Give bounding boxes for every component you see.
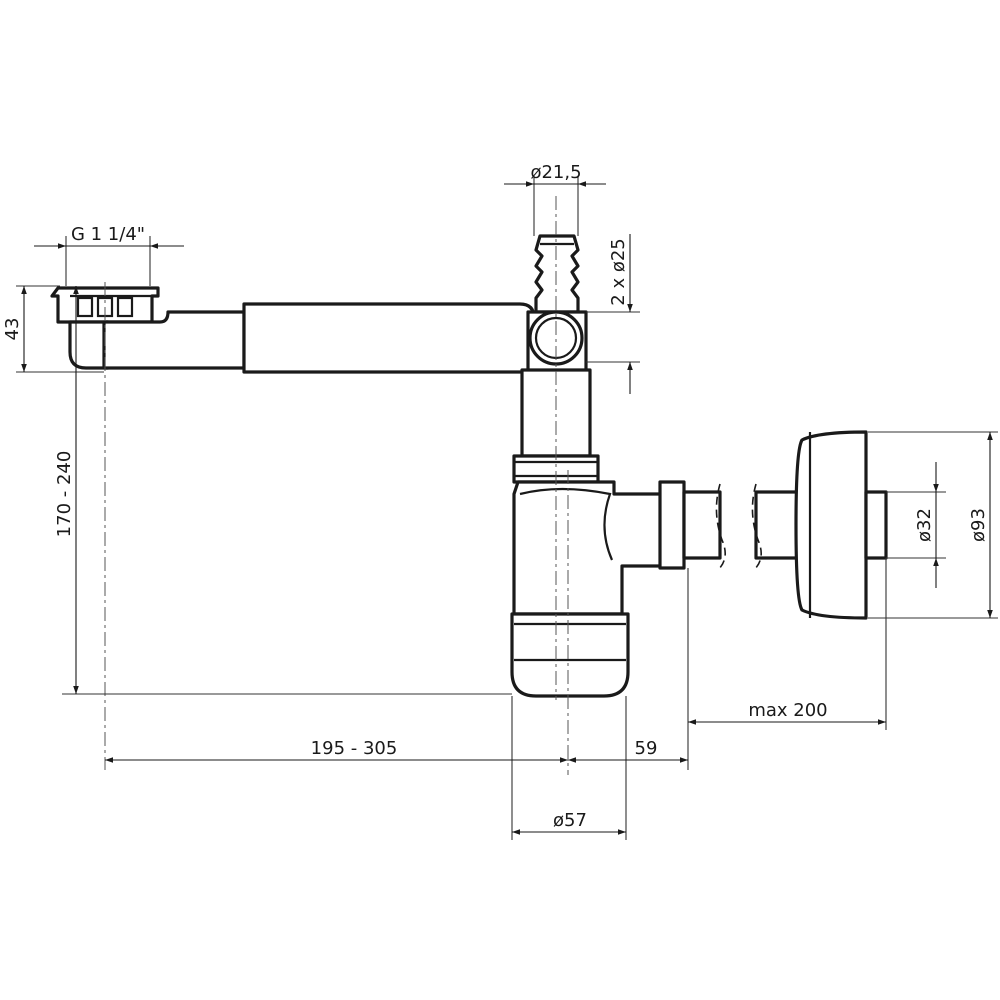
dimension-offset: 59 <box>568 738 688 763</box>
label-height-range: 170 - 240 <box>54 451 75 538</box>
label-hose-diameter: ø21,5 <box>530 162 581 183</box>
siphon-assembly <box>50 234 888 698</box>
label-height-top: 43 <box>2 318 23 341</box>
drain-tube <box>102 310 246 370</box>
dimension-outlet: ø32 <box>914 462 939 588</box>
dimension-horizontal-range: 195 - 305 <box>105 738 568 763</box>
dimension-thread: G 1 1/4" <box>34 224 184 249</box>
center-lines <box>104 196 569 775</box>
label-inlet-count: 2 x ø25 <box>608 238 629 305</box>
label-body-diameter: ø57 <box>553 810 587 831</box>
horizontal-arm <box>242 302 536 374</box>
bottle-body <box>510 480 666 698</box>
inlet-fitting <box>526 310 588 374</box>
dimension-hose: ø21,5 <box>504 162 606 187</box>
label-thread: G 1 1/4" <box>71 224 145 245</box>
dimension-height-top: 43 <box>2 286 27 372</box>
dimension-max-length: max 200 <box>688 700 886 725</box>
dimension-body: ø57 <box>512 810 626 835</box>
label-horizontal-range: 195 - 305 <box>311 738 398 759</box>
label-offset: 59 <box>635 738 658 759</box>
hose-nozzle <box>534 234 580 314</box>
dimension-height-range: 170 - 240 <box>54 286 79 694</box>
wall-rosette <box>794 430 888 620</box>
extension-lines <box>16 176 998 840</box>
dimension-inlets: 2 x ø25 <box>608 234 633 394</box>
label-rosette-diameter: ø93 <box>968 508 989 542</box>
label-outlet-diameter: ø32 <box>914 508 935 542</box>
label-max-length: max 200 <box>748 700 827 721</box>
dimension-rosette: ø93 <box>968 432 993 618</box>
outlet-pipe <box>658 480 802 571</box>
